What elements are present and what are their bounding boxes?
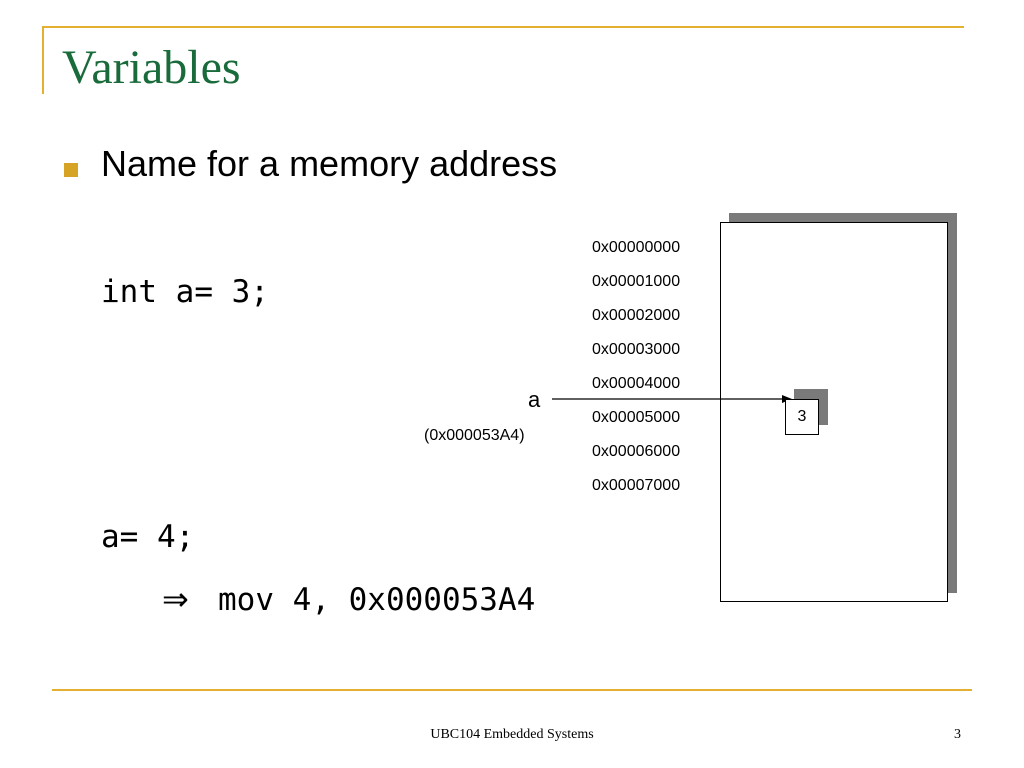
memory-block	[720, 222, 948, 602]
implies-arrow-icon: ⇒	[162, 580, 189, 618]
bullet-text: Name for a memory address	[101, 143, 558, 184]
footer-rule	[52, 689, 972, 691]
variable-name-label: a	[528, 387, 541, 412]
memory-address-label: 0x00003000	[592, 341, 681, 358]
memory-address-label: 0x00002000	[592, 307, 681, 324]
pointer-arrow-icon	[552, 395, 792, 403]
page-number: 3	[954, 727, 961, 742]
memory-address-label: 0x00006000	[592, 443, 681, 460]
memory-address-label: 0x00004000	[592, 375, 681, 392]
footer-course-name: UBC104 Embedded Systems	[430, 727, 594, 742]
code-declaration: int a= 3;	[101, 274, 269, 310]
memory-cell-value: 3	[785, 399, 819, 435]
memory-address-label: 0x00005000	[592, 409, 681, 426]
bullet-square-icon	[64, 163, 78, 177]
memory-address-label: 0x00000000	[592, 239, 681, 256]
variable-address-label: (0x000053A4)	[424, 427, 525, 444]
code-instruction: mov 4, 0x000053A4	[218, 582, 536, 618]
title-frame-top-rule	[42, 26, 964, 28]
memory-address-label: 0x00001000	[592, 273, 681, 290]
title-frame-left-rule	[42, 26, 44, 94]
slide-title: Variables	[62, 41, 241, 94]
memory-address-label: 0x00007000	[592, 477, 681, 494]
code-assignment: a= 4;	[101, 519, 195, 555]
